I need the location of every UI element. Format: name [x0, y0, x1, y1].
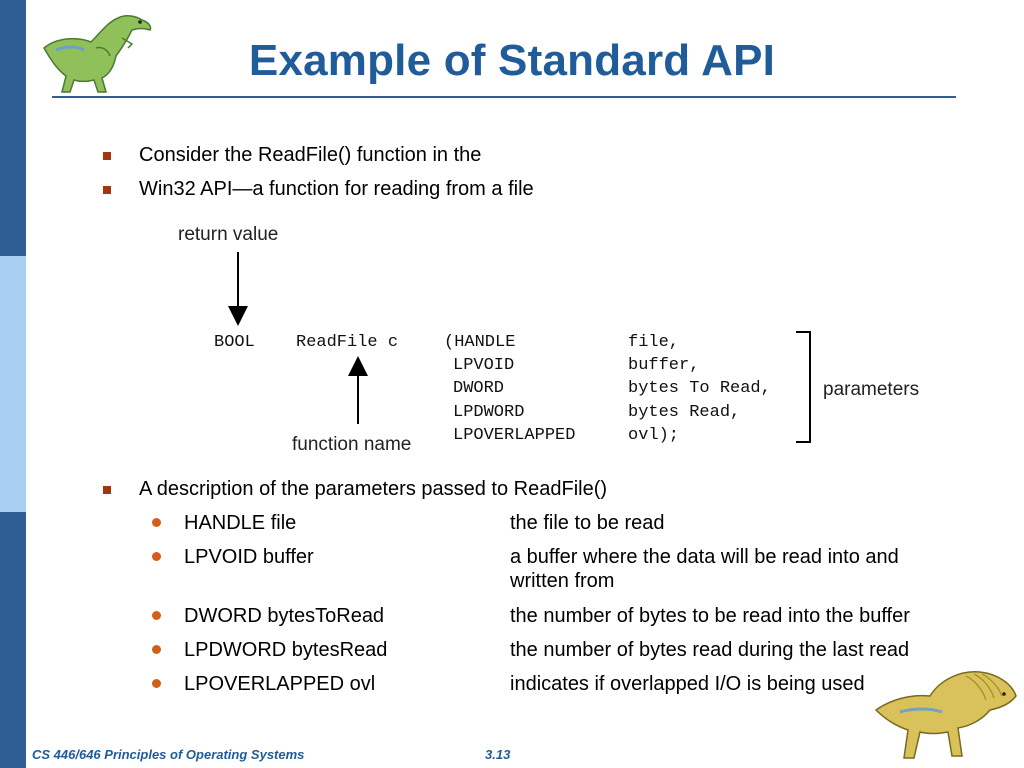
param-item-desc: a buffer where the data will be read int… [510, 546, 899, 568]
param-item-desc: the number of bytes to be read into the … [510, 605, 910, 627]
sidebar-segment-dark [0, 0, 26, 256]
param-name: file, [628, 333, 679, 352]
param-item-name: LPOVERLAPPED ovl [184, 673, 376, 695]
param-item-desc: indicates if overlapped I/O is being use… [510, 673, 865, 695]
param-type: LPVOID [453, 356, 514, 375]
dinosaur-frill-icon [874, 671, 1017, 759]
sidebar-segment-dark [0, 512, 26, 768]
param-name: bytes To Read, [628, 379, 771, 398]
param-name: ovl); [628, 426, 679, 445]
bullet-dot-icon [152, 552, 161, 561]
bullet-square-icon [103, 186, 111, 194]
bullet-dot-icon [152, 645, 161, 654]
intro-bullet: Win32 API—a function for reading from a … [139, 178, 534, 200]
param-name: bytes Read, [628, 403, 740, 422]
bullet-dot-icon [152, 679, 161, 688]
function-name-label: function name [292, 434, 411, 455]
bullet-square-icon [103, 152, 111, 160]
sidebar-segment-light [0, 256, 26, 512]
param-type: (HANDLE [444, 333, 515, 352]
slide-title: Example of Standard API [248, 36, 776, 85]
param-name: buffer, [628, 356, 699, 375]
parameters-label: parameters [823, 379, 919, 400]
footer-course: CS 446/646 Principles of Operating Syste… [32, 747, 305, 762]
param-item-desc-cont: written from [510, 570, 615, 592]
param-item-name: HANDLE file [184, 512, 297, 534]
parameters-bracket [796, 331, 811, 443]
sidebar-stripe [0, 0, 26, 768]
return-value-label: return value [178, 224, 278, 245]
param-type: DWORD [453, 379, 504, 398]
param-type: LPDWORD [453, 403, 524, 422]
footer-page-number: 3.13 [485, 747, 511, 762]
intro-bullet: Consider the ReadFile() function in the [139, 144, 482, 166]
param-item-name: LPDWORD bytesRead [184, 639, 388, 661]
bullet-dot-icon [152, 518, 161, 527]
dinosaur-logo-icon [43, 15, 152, 93]
param-item-desc: the file to be read [510, 512, 665, 534]
return-type: BOOL [214, 333, 255, 352]
param-item-name: LPVOID buffer [184, 546, 314, 568]
bullet-dot-icon [152, 611, 161, 620]
param-item-desc: the number of bytes read during the last… [510, 639, 910, 661]
bullet-square-icon [103, 486, 111, 494]
description-heading: A description of the parameters passed t… [139, 478, 608, 500]
title-underline [52, 96, 956, 98]
param-type: LPOVERLAPPED [453, 426, 575, 445]
readfile-signature-diagram: return value BOOL ReadFile c (HANDLE fil… [178, 224, 919, 455]
param-item-name: DWORD bytesToRead [184, 605, 385, 627]
function-name-code: ReadFile c [296, 333, 398, 352]
